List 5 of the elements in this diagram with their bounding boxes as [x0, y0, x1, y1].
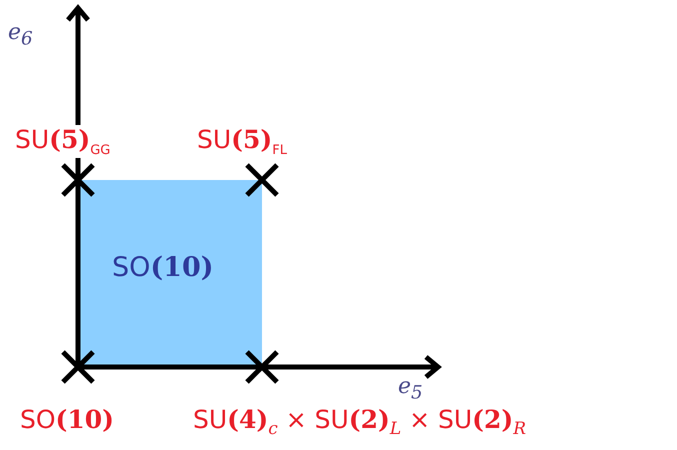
shaded-square [78, 180, 262, 367]
axis-label: e$_{6}$ [8, 20, 33, 50]
group-label: SU(5)$_{GG}$ [15, 125, 110, 158]
group-label: SO(10) [112, 252, 214, 283]
axis-label: e$_{5}$ [398, 374, 423, 404]
